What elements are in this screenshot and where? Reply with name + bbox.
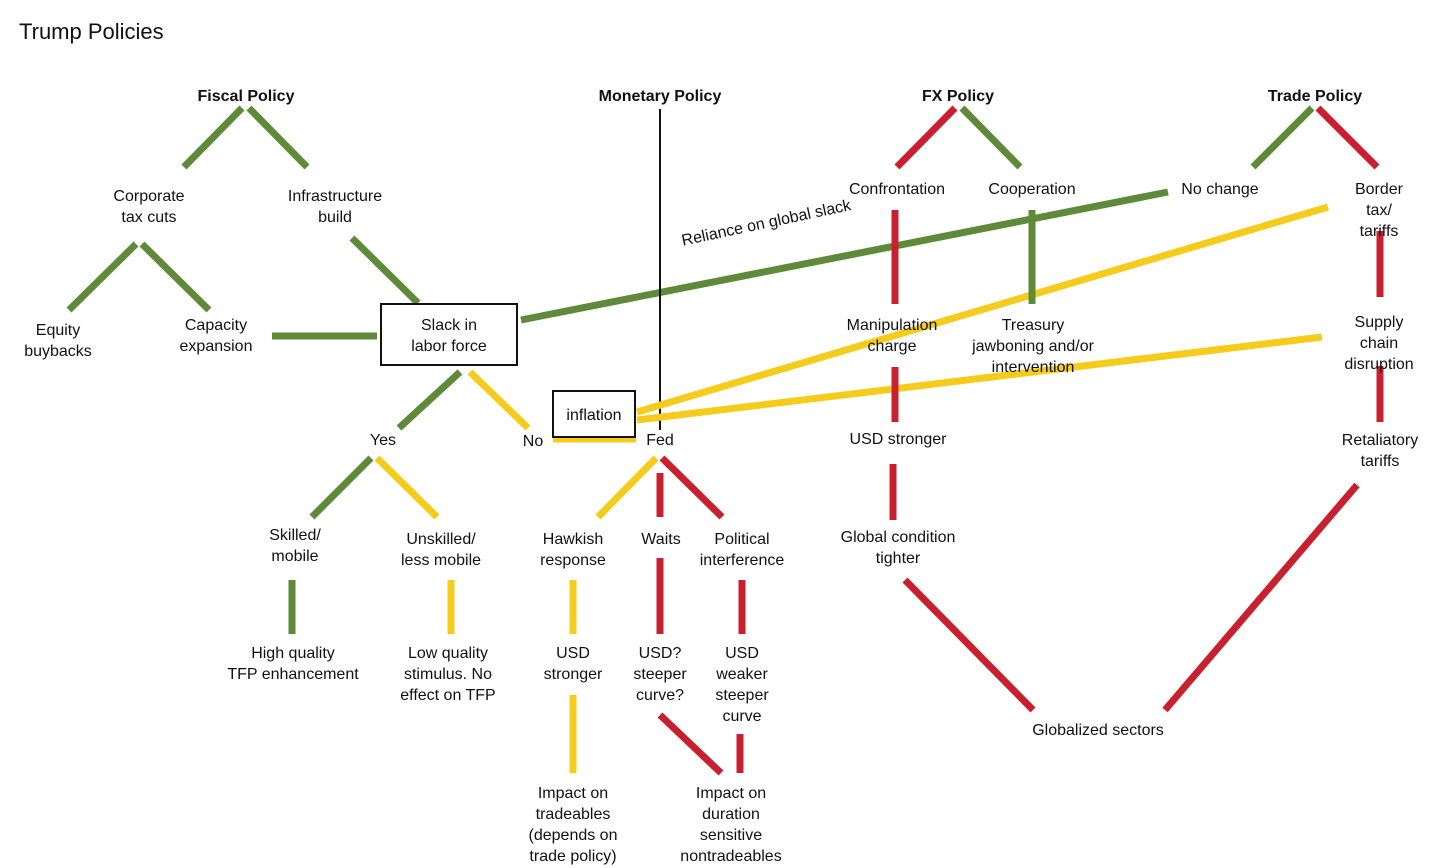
link-fx-to-cooperation [959, 105, 1023, 170]
node-impact-on-duration: Impact on duration sensitive nontradeabl… [680, 785, 782, 865]
link-yes-to-skilled [309, 455, 374, 520]
node-globalized-sectors: Globalized sectors [1032, 722, 1164, 739]
node-waits: Waits [641, 531, 681, 548]
node-low-quality-stimulus: Low quality stimulus. No effect on TFP [400, 645, 496, 704]
link-trade-to-border-tax [1315, 105, 1380, 170]
link-slack-to-no [467, 369, 531, 431]
node-fed: Fed [646, 432, 674, 449]
link-retaliatory-to-globalized [1162, 482, 1360, 713]
link-corporate-tax-cuts-to-capacity-expansion [139, 241, 212, 313]
node-cooperation: Cooperation [988, 181, 1076, 198]
header-fx-policy: FX Policy [921, 88, 995, 105]
link-global-condition-to-globalized [902, 577, 1036, 713]
link-trade-to-no-change [1250, 105, 1315, 170]
node-impact-on-tradeables: Impact on tradeables (depends on trade p… [528, 785, 618, 865]
node-usd-steeper-curve: USD? steeper curve? [633, 645, 687, 704]
node-skilled-mobile: Skilled/ mobile [269, 527, 321, 565]
node-manipulation-charge: Manipulation charge [846, 317, 938, 355]
link-slack-to-yes [396, 369, 463, 431]
page-title: Trump Policies [19, 19, 164, 44]
node-treasury-jawboning: Treasury jawboning and/or intervention [972, 317, 1094, 376]
link-fiscal-to-corporate-tax-cuts [181, 105, 245, 170]
node-yes: Yes [369, 432, 397, 449]
node-unskilled-less-mobile: Unskilled/ less mobile [400, 531, 482, 569]
node-corporate-tax-cuts: Corporate tax cuts [113, 188, 185, 226]
node-confrontation: Confrontation [848, 181, 946, 198]
link-slack-to-no-change [520, 188, 1169, 324]
link-infrastructure-build-to-slack [349, 235, 421, 306]
link-fed-to-hawkish [595, 455, 659, 520]
node-high-quality-tfp: High quality TFP enhancement [227, 645, 359, 683]
node-political-interference: Political interference [699, 531, 785, 569]
node-slack-in-labor-force: Slack in labor force [380, 303, 518, 366]
link-inflation-to-border-tax [636, 203, 1329, 416]
header-fiscal-policy: Fiscal Policy [197, 88, 295, 105]
header-monetary-policy: Monetary Policy [598, 88, 722, 105]
node-usd-weaker-steeper-curve: USD weaker steeper curve [715, 645, 769, 725]
link-yes-to-unskilled [374, 455, 440, 520]
header-trade-policy: Trade Policy [1267, 88, 1363, 105]
node-capacity-expansion: Capacity expansion [179, 317, 253, 355]
node-no-change: No change [1181, 181, 1259, 198]
node-no: No [522, 433, 544, 450]
node-supply-chain-disruption: Supply chain disruption [1344, 314, 1414, 373]
node-infrastructure-build: Infrastructure build [287, 188, 383, 226]
link-usd-steeper-to-duration [657, 712, 724, 776]
node-border-tax-tariffs: Border tax/ tariffs [1354, 181, 1404, 240]
link-inflation-to-supply-chain [636, 333, 1323, 424]
link-corporate-tax-cuts-to-equity-buybacks [66, 241, 139, 313]
node-inflation: inflation [552, 390, 636, 438]
link-fed-to-political [659, 455, 725, 520]
node-usd-stronger-fx: USD stronger [849, 431, 947, 448]
node-retaliatory-tariffs: Retaliatory tariffs [1341, 432, 1419, 470]
node-hawkish-response: Hawkish response [540, 531, 606, 569]
node-global-condition-tighter: Global condition tighter [840, 529, 956, 567]
node-equity-buybacks: Equity buybacks [24, 322, 92, 360]
node-usd-stronger-monetary: USD stronger [543, 645, 603, 683]
link-fiscal-to-infrastructure-build [246, 105, 310, 170]
link-fx-to-confrontation [894, 105, 958, 170]
